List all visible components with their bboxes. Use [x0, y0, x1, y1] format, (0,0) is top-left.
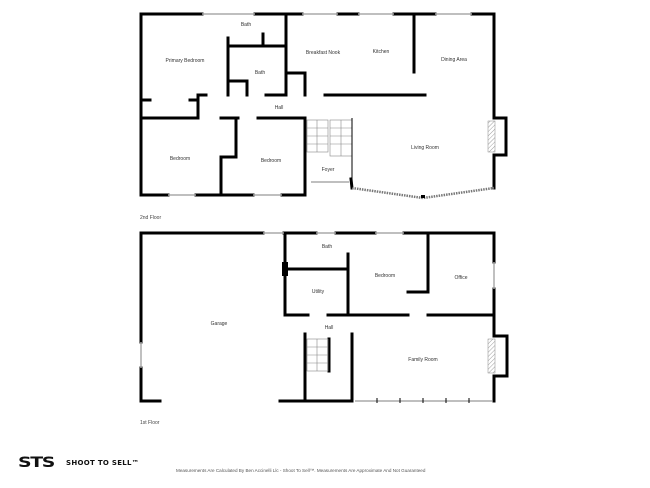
room-label-family-room: Family Room: [408, 357, 438, 363]
bay-window: [351, 186, 495, 200]
first-floor-windows: [140, 232, 495, 402]
brand-name: SHOOT TO SELL™: [66, 459, 140, 467]
measurement-disclaimer: Measurements Are Calculated By Ben Accin…: [176, 468, 426, 473]
sliding-door-ticks: [376, 398, 470, 403]
room-label-hall: Hall: [274, 105, 284, 111]
second-floor-windows: [168, 13, 472, 196]
sts-logo-mark: STS: [18, 455, 55, 471]
room-label-garage: Garage: [210, 321, 228, 327]
stairs-second-floor: [306, 119, 353, 157]
brand-logo: STS SHOOT TO SELL™: [18, 455, 139, 471]
fireplace-icon: [487, 120, 496, 153]
floor-label-1st: 1st Floor: [140, 420, 160, 426]
room-label-office: Office: [454, 275, 468, 281]
room-label-living-room: Living Room: [411, 145, 439, 151]
room-label-bath: Bath: [321, 244, 333, 250]
second-floor-walls: [139, 12, 508, 197]
room-label-foyer: Foyer: [321, 167, 335, 173]
room-label-kitchen: Kitchen: [372, 49, 390, 55]
room-label-breakfast-nook: Breakfast Nook: [305, 50, 341, 56]
floor-label-2nd: 2nd Floor: [140, 215, 162, 221]
room-label-bedroom: Bedroom: [169, 156, 191, 162]
room-label-bath: Bath: [254, 70, 266, 76]
room-label-bedroom: Bedroom: [374, 273, 396, 279]
room-label-bedroom: Bedroom: [260, 158, 282, 164]
stairs-first-floor: [306, 338, 329, 372]
room-label-dining-area: Dining Area: [441, 57, 467, 63]
room-label-primary-bedroom: Primary Bedroom: [165, 58, 205, 64]
fireplace-icon: [487, 338, 496, 374]
room-label-utility: Utility: [311, 289, 325, 295]
room-label-bath: Bath: [240, 22, 252, 28]
room-label-hall: Hall: [324, 325, 334, 331]
first-floor-walls: [139, 231, 509, 403]
